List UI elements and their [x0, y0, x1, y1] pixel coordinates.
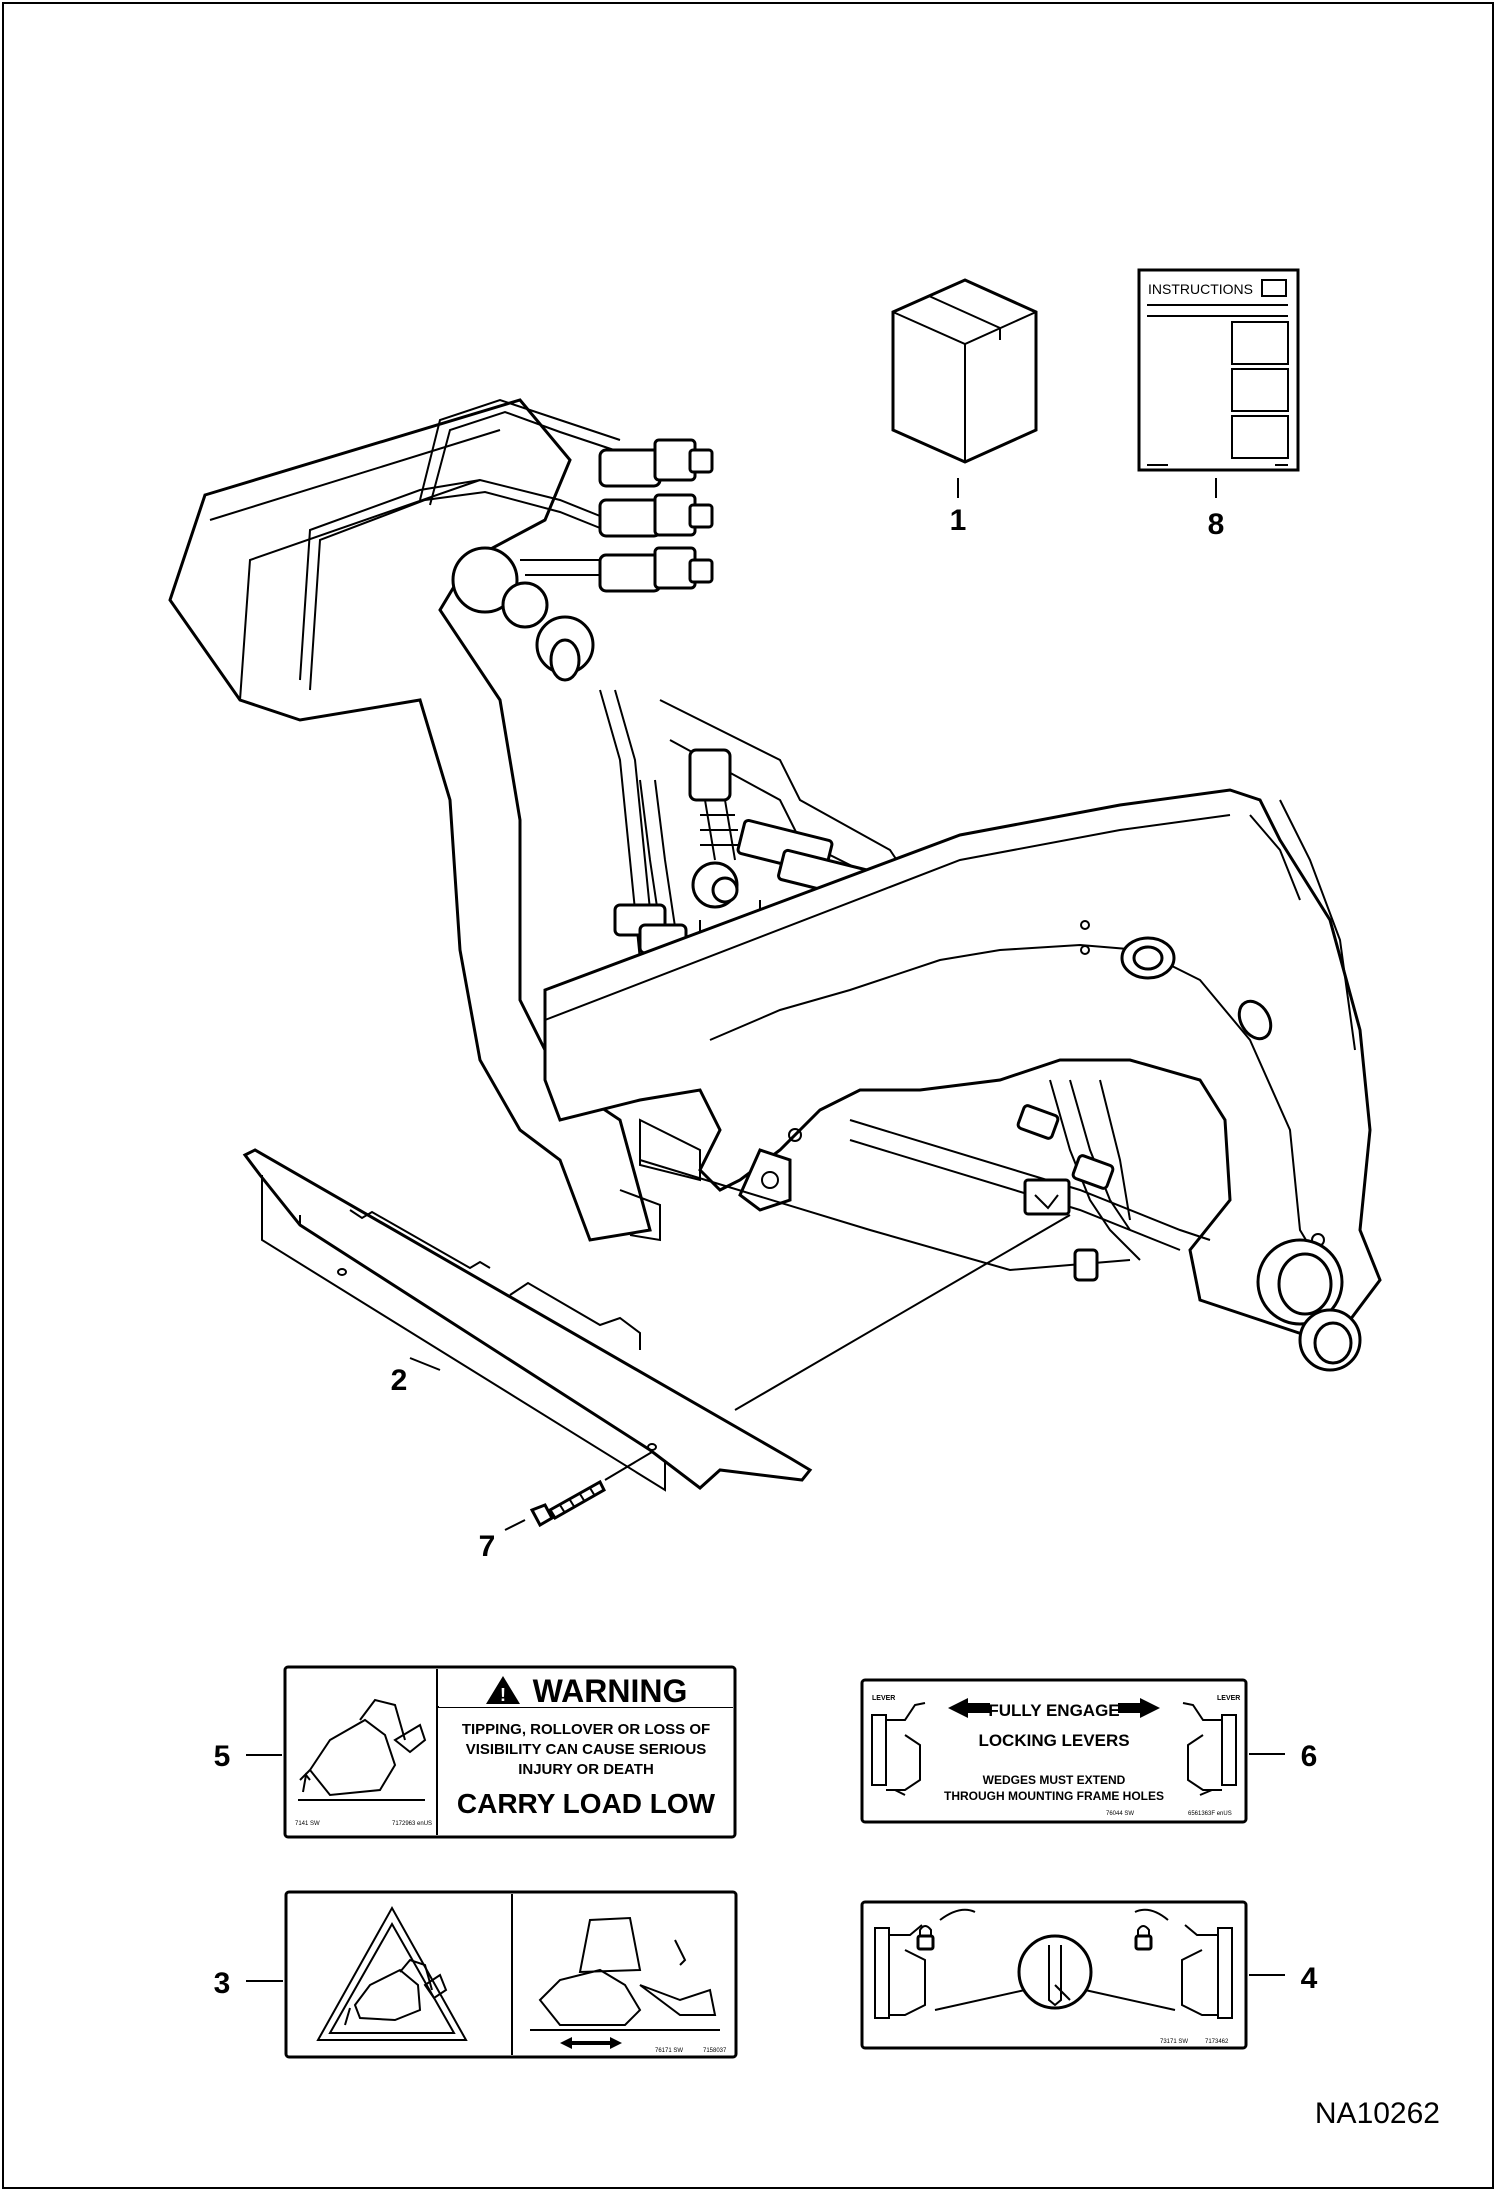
- warning-part-right: 7172963 enUS: [392, 1821, 432, 1827]
- callout-5: 5: [214, 1740, 231, 1773]
- drawing-code: NA10262: [1315, 2097, 1440, 2130]
- part-3-pictorial-decal: 76171 SW 7158037: [246, 1890, 738, 2059]
- levers-line1: FULLY ENGAGE: [988, 1701, 1119, 1720]
- levers-line3: WEDGES MUST EXTEND: [983, 1773, 1126, 1787]
- warning-line3: INJURY OR DEATH: [518, 1761, 654, 1778]
- warning-line2: VISIBILITY CAN CAUSE SERIOUS: [466, 1741, 707, 1758]
- pictorial-part-left: 76171 SW: [655, 2048, 683, 2054]
- lock-part-right: 7173462: [1205, 2039, 1229, 2045]
- hydraulic-coupler-group: [598, 438, 714, 593]
- warning-line1: TIPPING, ROLLOVER OR LOSS OF: [462, 1721, 710, 1738]
- lock-part-left: 73171 SW: [1160, 2039, 1188, 2045]
- manual-title: INSTRUCTIONS: [1148, 281, 1253, 297]
- levers-line2: LOCKING LEVERS: [978, 1731, 1129, 1750]
- part-4-lock-decal: 73171 SW 7173462: [860, 1900, 1285, 2050]
- part-8-instructions-manual: [1137, 268, 1300, 498]
- callout-6: 6: [1301, 1740, 1318, 1773]
- levers-lever-left: LEVER: [872, 1695, 895, 1702]
- callout-4: 4: [1301, 1962, 1318, 1995]
- levers-part-left: 76044 SW: [1106, 1811, 1134, 1817]
- part-1-kit-box: [891, 278, 1038, 498]
- warning-bold-message: CARRY LOAD LOW: [457, 1788, 716, 1819]
- levers-lever-right: LEVER: [1217, 1695, 1240, 1702]
- part-7-bolt: [504, 1451, 653, 1531]
- warning-part-left: 7141 SW: [295, 1821, 320, 1827]
- callout-7: 7: [479, 1530, 496, 1563]
- part-2-shield-bracket: [242, 1148, 1071, 1492]
- svg-text:!: !: [500, 1685, 506, 1705]
- levers-part-right: 6561363F enUS: [1188, 1811, 1232, 1817]
- loader-frame-illustration: [168, 398, 1382, 1372]
- levers-line4: THROUGH MOUNTING FRAME HOLES: [944, 1789, 1164, 1803]
- callout-8: 8: [1208, 508, 1225, 541]
- callout-1: 1: [950, 504, 967, 537]
- warning-header: WARNING: [533, 1673, 688, 1709]
- part-6-locking-levers-decal: LEVER LEVER FULLY ENGAGE LOCKING LEVERS …: [860, 1678, 1285, 1824]
- callout-2: 2: [391, 1364, 408, 1397]
- callout-3: 3: [214, 1967, 231, 2000]
- pictorial-part-right: 7158037: [703, 2048, 727, 2054]
- part-5-warning-decal: ! WARNING TIPPING, ROLLOVER OR LOSS OF V…: [246, 1665, 737, 1839]
